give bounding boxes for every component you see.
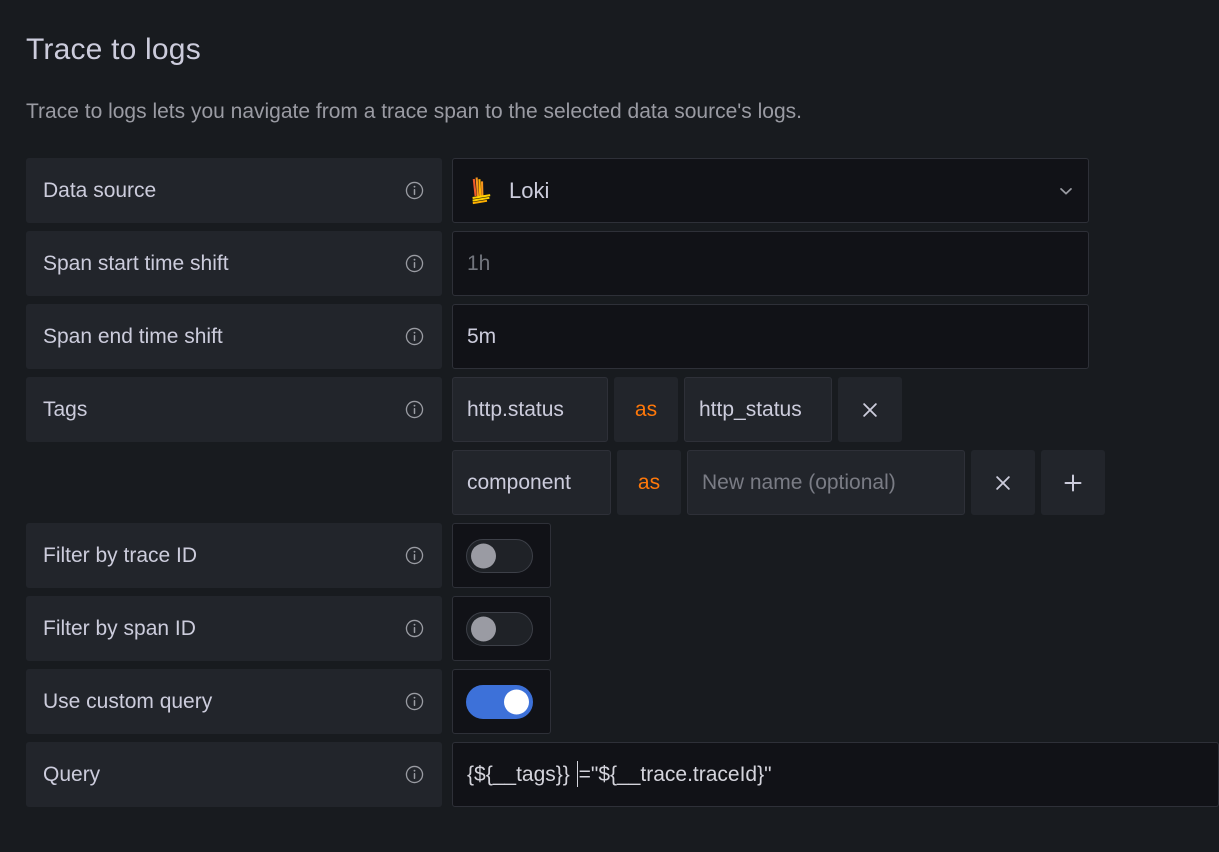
data-source-selected-value: Loki xyxy=(509,177,550,203)
text-caret xyxy=(576,760,578,787)
filter-by-trace-id-toggle[interactable] xyxy=(466,538,533,573)
loki-logo-icon xyxy=(467,176,495,206)
label-text: Filter by trace ID xyxy=(43,543,198,567)
query-input[interactable]: {${__tags}} ="${__trace.traceId}" xyxy=(452,742,1219,807)
page-title: Trace to logs xyxy=(26,33,201,66)
data-source-select[interactable]: Loki xyxy=(452,158,1089,223)
label-text: Filter by span ID xyxy=(43,616,196,640)
form-row-span-start-time-shift: Span start time shift 1h xyxy=(26,231,1219,296)
toggle-knob xyxy=(471,543,496,568)
section-description: Trace to logs lets you navigate from a t… xyxy=(26,100,802,123)
tag-new-name-input[interactable]: http_status xyxy=(684,377,832,442)
label-filter-by-trace-id: Filter by trace ID xyxy=(26,523,442,588)
use-custom-query-toggle[interactable] xyxy=(466,684,533,719)
label-text: Query xyxy=(43,762,101,786)
form-row-span-end-time-shift: Span end time shift 5m xyxy=(26,304,1219,369)
query-text-after-caret: ="${__trace.traceId}" xyxy=(578,762,772,786)
toggle-knob xyxy=(471,616,496,641)
label-span-start-time-shift: Span start time shift xyxy=(26,231,442,296)
plus-icon xyxy=(1061,471,1085,495)
label-span-end-time-shift: Span end time shift xyxy=(26,304,442,369)
label-text: Span end time shift xyxy=(43,324,223,348)
info-circle-icon[interactable] xyxy=(404,764,425,785)
field-span-start-time-shift: 1h xyxy=(452,231,1089,296)
query-text-before-caret: {${__tags}} xyxy=(467,762,576,786)
filter-by-span-id-toggle[interactable] xyxy=(466,611,533,646)
label-filter-by-span-id: Filter by span ID xyxy=(26,596,442,661)
form-row-use-custom-query: Use custom query xyxy=(26,669,1219,734)
close-icon xyxy=(859,399,881,421)
info-circle-icon[interactable] xyxy=(404,180,425,201)
form-row-query: Query {${__tags}} ="${__trace.traceId}" xyxy=(26,742,1219,807)
label-spacer xyxy=(26,450,442,515)
close-icon xyxy=(992,472,1014,494)
form-row-data-source: Data source xyxy=(26,158,1219,223)
info-circle-icon[interactable] xyxy=(404,691,425,712)
info-circle-icon[interactable] xyxy=(404,399,425,420)
span-end-time-shift-input[interactable]: 5m xyxy=(452,304,1089,369)
toggle-knob xyxy=(504,689,529,714)
field-span-end-time-shift: 5m xyxy=(452,304,1089,369)
info-circle-icon[interactable] xyxy=(404,545,425,566)
info-circle-icon[interactable] xyxy=(404,618,425,639)
tag-mapping-row: http.status as http_status xyxy=(452,377,902,442)
toggle-container xyxy=(452,669,551,734)
remove-tag-button[interactable] xyxy=(971,450,1035,515)
field-filter-by-trace-id xyxy=(452,523,551,588)
field-tags-row-1: http.status as http_status xyxy=(452,377,902,442)
label-use-custom-query: Use custom query xyxy=(26,669,442,734)
tag-key-input[interactable]: component xyxy=(452,450,611,515)
tag-mapping-row: component as New name (optional) xyxy=(452,450,1105,515)
field-use-custom-query xyxy=(452,669,551,734)
label-text: Span start time shift xyxy=(43,251,229,275)
tag-new-name-input[interactable]: New name (optional) xyxy=(687,450,965,515)
toggle-container xyxy=(452,596,551,661)
info-circle-icon[interactable] xyxy=(404,326,425,347)
form-row-filter-by-span-id: Filter by span ID xyxy=(26,596,1219,661)
label-text: Use custom query xyxy=(43,689,213,713)
add-tag-button[interactable] xyxy=(1041,450,1105,515)
field-filter-by-span-id xyxy=(452,596,551,661)
form-row-tags: Tags http.status as http_status xyxy=(26,377,1219,442)
form-row-tags-additional: component as New name (optional) xyxy=(26,450,1219,515)
tag-as-label: as xyxy=(617,450,681,515)
span-start-time-shift-input[interactable]: 1h xyxy=(452,231,1089,296)
tag-key-input[interactable]: http.status xyxy=(452,377,608,442)
field-tags-row-2: component as New name (optional) xyxy=(452,450,1105,515)
label-query: Query xyxy=(26,742,442,807)
toggle-container xyxy=(452,523,551,588)
info-circle-icon[interactable] xyxy=(404,253,425,274)
remove-tag-button[interactable] xyxy=(838,377,902,442)
field-query: {${__tags}} ="${__trace.traceId}" xyxy=(452,742,1219,807)
label-data-source: Data source xyxy=(26,158,442,223)
label-text: Tags xyxy=(43,397,88,421)
label-tags: Tags xyxy=(26,377,442,442)
form-row-filter-by-trace-id: Filter by trace ID xyxy=(26,523,1219,588)
field-data-source: Loki xyxy=(452,158,1089,223)
chevron-down-icon[interactable] xyxy=(1056,181,1076,201)
tag-as-label: as xyxy=(614,377,678,442)
label-text: Data source xyxy=(43,178,157,202)
